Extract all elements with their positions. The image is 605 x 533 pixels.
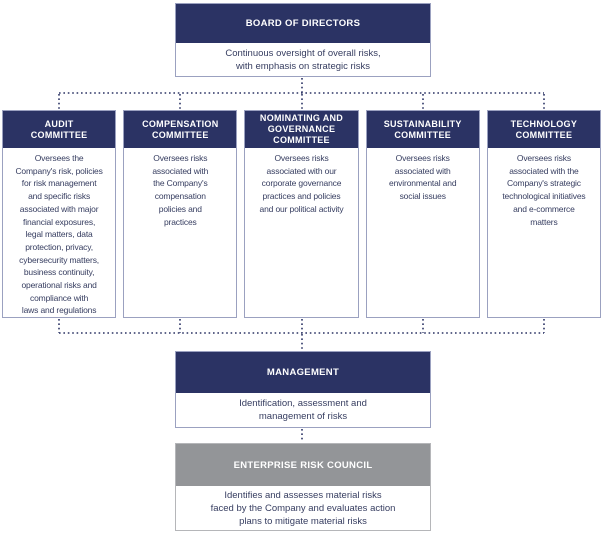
board-of-directors-title: BOARD OF DIRECTORS (176, 4, 430, 43)
technology-committee-description: Oversees risks associated with the Compa… (502, 153, 586, 227)
compensation-committee-description: Oversees risks associated with the Compa… (152, 153, 209, 227)
board-of-directors-box: BOARD OF DIRECTORS Continuous oversight … (175, 3, 431, 77)
enterprise-risk-council-title: ENTERPRISE RISK COUNCIL (176, 444, 430, 486)
audit-committee-title: AUDIT COMMITTEE (3, 111, 116, 148)
enterprise-risk-council-box: ENTERPRISE RISK COUNCIL Identifies and a… (175, 443, 431, 531)
audit-committee-box: AUDIT COMMITTEE Oversees the Company's r… (2, 110, 117, 318)
management-box: MANAGEMENT Identification, assessment an… (175, 351, 431, 428)
board-of-directors-description: Continuous oversight of overall risks, w… (225, 47, 381, 72)
technology-committee-title: TECHNOLOGY COMMITTEE (487, 111, 601, 148)
compensation-committee-title: COMPENSATION COMMITTEE (124, 111, 237, 148)
nominating-governance-committee-box: NOMINATING AND GOVERNANCE COMMITTEE Over… (244, 110, 359, 318)
nominating-governance-committee-description: Oversees risks associated with our corpo… (259, 153, 344, 214)
committee-row: AUDIT COMMITTEE Oversees the Company's r… (2, 110, 602, 318)
technology-committee-box: TECHNOLOGY COMMITTEE Oversees risks asso… (486, 110, 602, 318)
compensation-committee-box: COMPENSATION COMMITTEE Oversees risks as… (123, 110, 238, 318)
sustainability-committee-title: SUSTAINABILITY COMMITTEE (366, 111, 479, 148)
management-title: MANAGEMENT (176, 352, 430, 393)
audit-committee-description: Oversees the Company's risk, policies fo… (15, 153, 103, 316)
nominating-governance-committee-title: NOMINATING AND GOVERNANCE COMMITTEE (245, 111, 358, 148)
sustainability-committee-box: SUSTAINABILITY COMMITTEE Oversees risks … (365, 110, 480, 318)
enterprise-risk-council-description: Identifies and assesses material risks f… (210, 489, 396, 527)
management-description: Identification, assessment and managemen… (239, 398, 367, 422)
sustainability-committee-description: Oversees risks associated with environme… (389, 153, 457, 202)
